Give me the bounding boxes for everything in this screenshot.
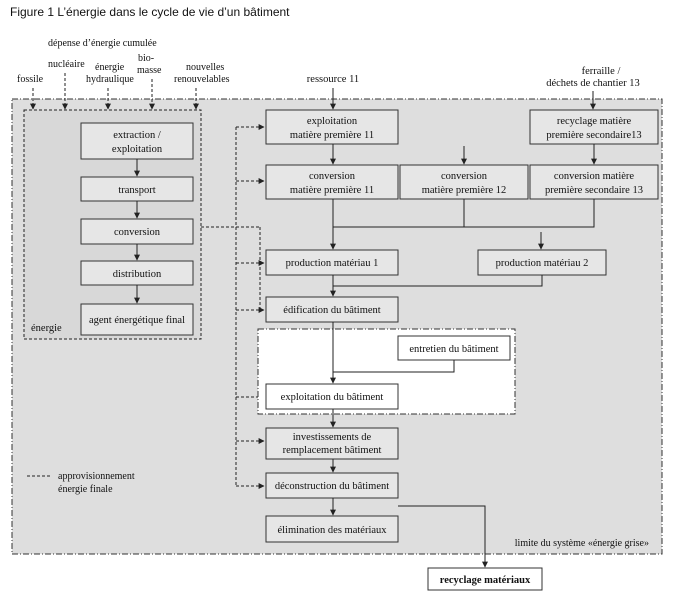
invest-box [265,427,399,460]
exploitation-mp11-box [265,109,399,145]
recyclage-mp-box [529,109,659,145]
link-entretien-exploitation [333,360,455,373]
source-hydraulique-label-1: énergie [95,62,125,73]
extraction-box [80,122,194,160]
energy-group-label: énergie [31,323,62,334]
source-fossile-label: fossile [17,74,44,85]
source-hydraulique-label-2: hydraulique [86,74,134,85]
extraction-label-1: extraction / [113,130,161,141]
legend-label-2: énergie finale [58,484,113,495]
ressource-label: ressource 11 [307,74,359,85]
source-renouvelables-label-1: nouvelles [186,62,224,73]
recyclage-materiaux-label: recyclage matériaux [440,575,531,586]
prod-materiau2-label: production matériau 2 [496,258,589,269]
deconstruction-box [265,472,399,499]
extraction-label-2: exploitation [112,144,163,155]
conv-mp13-label-1: conversion matière [554,171,635,182]
figure-title: Figure 1 L’énergie dans le cycle de vie … [10,5,290,19]
system-boundary-label: limite du système «énergie grise» [515,538,649,549]
elimination-box [265,515,399,543]
conversion-label: conversion [114,227,161,238]
elimination-label: élimination des matériaux [277,525,387,536]
conv-mp11-box [265,164,399,200]
link-conv13-prod1 [333,199,595,228]
legend-label-1: approvisionnement [58,471,135,482]
recyclage-mp-label-1: recyclage matière [557,116,632,127]
ferraille-label-2: déchets de chantier 13 [546,78,640,89]
energy-sources-header: dépense d’énergie cumulée [48,38,157,49]
exploitation-mp11-label-2: matière première 11 [290,130,374,141]
link-prod2-edification [333,275,543,287]
ferraille-label-1: ferraille / [582,66,621,77]
distribution-box [80,260,194,286]
invest-label-1: investissements de [293,432,372,443]
conv-mp12-label-2: matière première 12 [422,185,507,196]
deconstruction-label: déconstruction du bâtiment [275,481,389,492]
source-renouvelables-label-2: renouvelables [174,74,230,85]
invest-label-2: remplacement bâtiment [283,445,382,456]
conv-mp13-box [529,164,659,200]
agent-box [80,303,194,336]
prod-materiau1-box [265,249,399,276]
transport-box [80,176,194,202]
distribution-label: distribution [113,269,162,280]
exploitation-bat-label: exploitation du bâtiment [281,392,384,403]
entretien-box [397,335,511,361]
edification-label: édification du bâtiment [283,305,380,316]
source-nucleaire-label: nucléaire [48,59,85,70]
prod-materiau1-label: production matériau 1 [286,258,379,269]
source-biomasse-label-2: masse [137,65,162,76]
edification-box [265,296,399,323]
conv-mp13-label-2: première secondaire 13 [545,185,643,196]
recyclage-mp-label-2: première secondaire13 [546,130,641,141]
conv-mp11-label-2: matière première 11 [290,185,374,196]
transport-label: transport [118,185,155,196]
entretien-label: entretien du bâtiment [409,344,498,355]
conv-mp11-label-1: conversion [309,171,356,182]
source-biomasse-label-1: bio- [138,53,154,64]
conv-mp12-box [399,164,529,200]
agent-label: agent énergétique final [89,315,185,326]
conv-mp12-label-1: conversion [441,171,488,182]
exploitation-mp11-label-1: exploitation [307,116,358,127]
exploitation-bat-box [265,383,399,410]
recyclage-materiaux-box [427,567,543,591]
arrow-to-recyclage-materiaux [398,505,488,568]
